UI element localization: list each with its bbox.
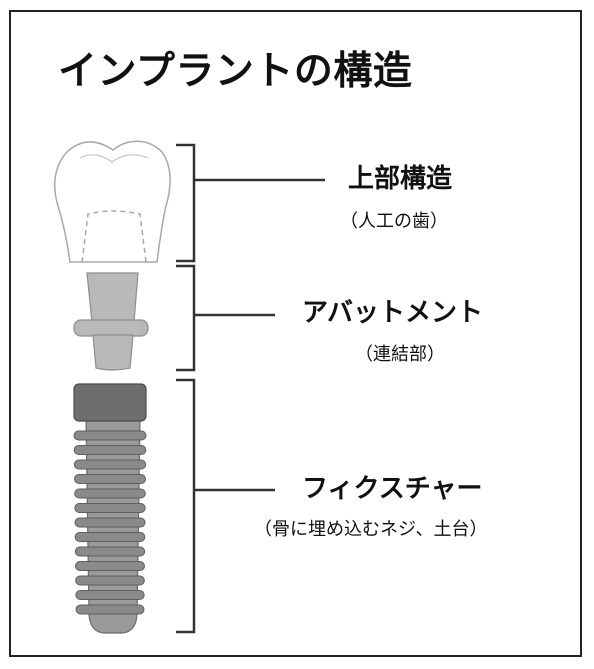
abutment-drawing [73, 272, 149, 371]
thread-ridge [74, 532, 146, 542]
thread-ridge [75, 604, 145, 615]
thread-ridge [74, 488, 146, 499]
thread-ridge [73, 430, 147, 441]
thread-ridge [75, 590, 145, 600]
fixture-threads [73, 430, 147, 615]
thread-ridge [74, 503, 146, 513]
thread-ridge [74, 517, 146, 528]
bracket-fixture [176, 378, 275, 634]
sublabel-artificial-tooth: （人工の歯） [340, 211, 448, 232]
thread-ridge [75, 575, 145, 586]
thread-ridge [73, 459, 147, 470]
diagram-frame [9, 10, 582, 657]
thread-ridge [74, 546, 146, 557]
label-abutment: アバットメント [302, 298, 483, 328]
bracket-abutment [176, 264, 275, 372]
diagram-title: インプラントの構造 [58, 49, 413, 94]
label-fixture: フィクスチャー [302, 474, 483, 504]
sublabel-connector: （連結部） [355, 344, 445, 365]
bracket-upper [176, 143, 325, 263]
label-upper-structure: 上部構造 [348, 164, 453, 194]
crown-inner-cavity [81, 210, 147, 263]
fixture-drawing [73, 383, 147, 634]
crown-shape [54, 140, 171, 263]
sublabel-screw-base: （骨に埋め込むネジ、土台） [254, 519, 488, 540]
thread-ridge [74, 474, 146, 484]
crown-drawing [54, 140, 171, 263]
thread-ridge [75, 561, 145, 571]
thread-ridge [73, 445, 147, 455]
